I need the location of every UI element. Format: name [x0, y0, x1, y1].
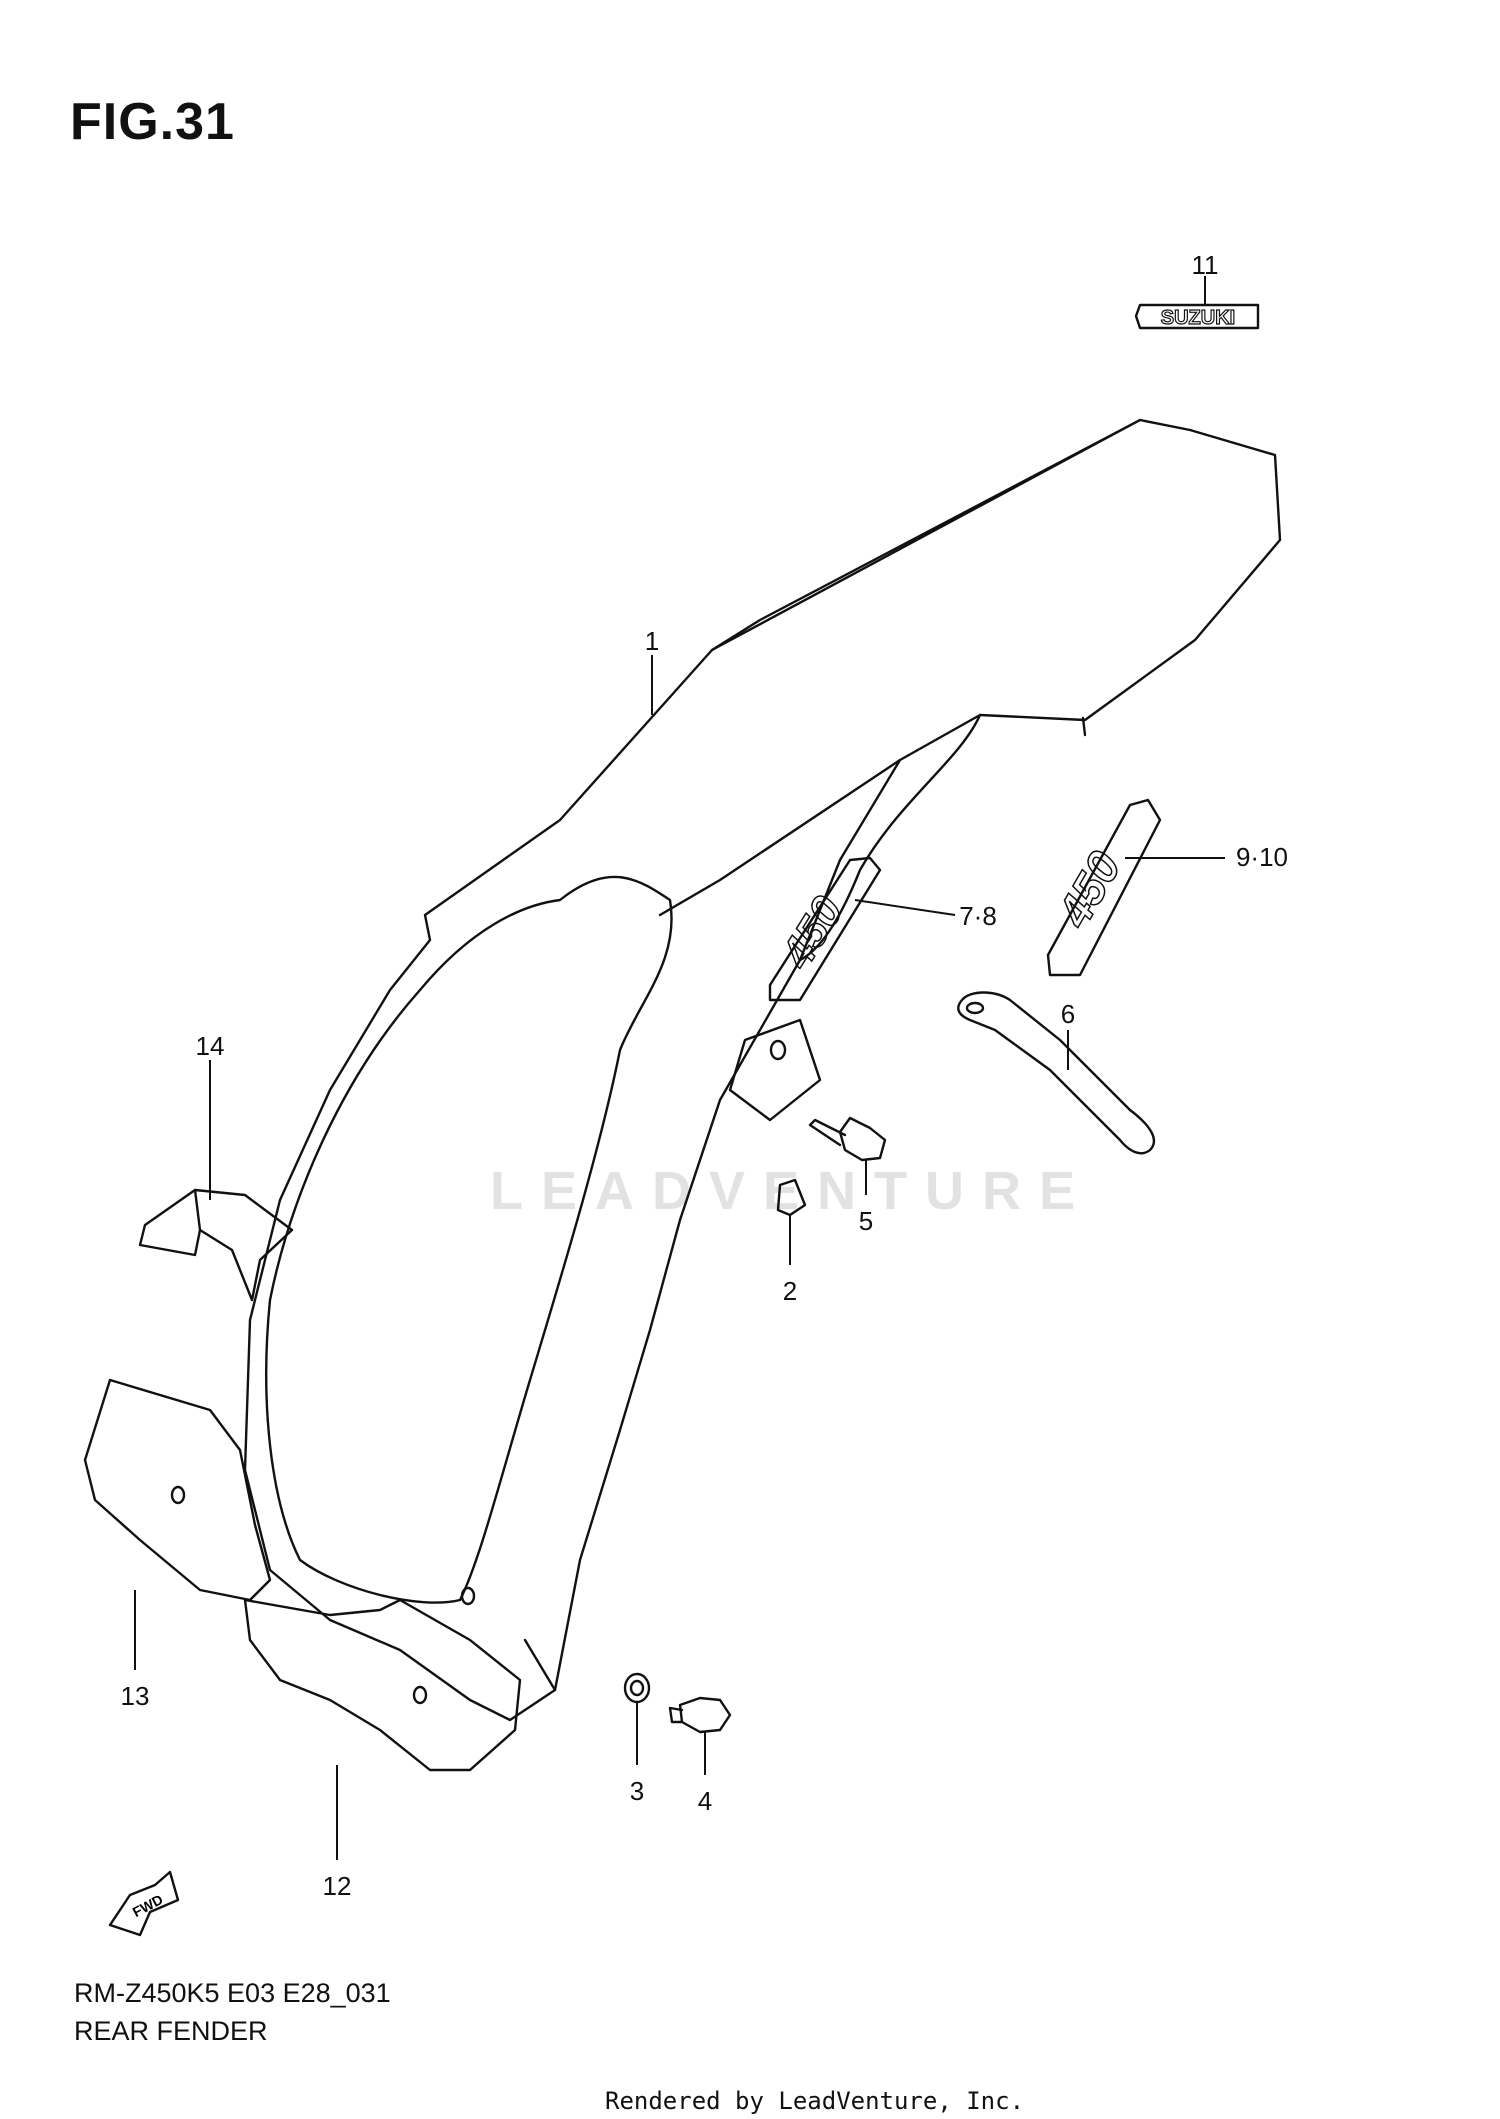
callout-4: 4: [698, 1786, 712, 1816]
svg-text:450: 450: [1047, 842, 1131, 936]
forward-arrow-icon: FWD: [108, 1870, 180, 1937]
diagram-code: RM-Z450K5 E03 E28_031: [74, 1978, 391, 2008]
callout-7-8: 7·8: [959, 901, 997, 931]
guard-part-12[interactable]: [83, 1378, 272, 1602]
plate-part-14[interactable]: [138, 1188, 294, 1302]
bolt-part-5[interactable]: [808, 1116, 887, 1162]
clip-nut-part[interactable]: [776, 1178, 807, 1217]
render-credit: Rendered by LeadVenture, Inc.: [605, 2087, 1025, 2115]
callout-1: 1: [645, 626, 659, 656]
callout-13: 12: [323, 1871, 352, 1901]
leader-7-8: [854, 899, 956, 916]
suzuki-emblem-part[interactable]: SUZUKI: [1134, 303, 1260, 330]
suzuki-emblem-text: SUZUKI: [1161, 307, 1235, 329]
rear-fender-part[interactable]: [243, 418, 1282, 1722]
decal-450-part[interactable]: 450: [1046, 798, 1162, 977]
strap-part[interactable]: [957, 991, 1156, 1155]
diagram-name: REAR FENDER: [74, 2016, 268, 2046]
callout-9-10: 9·10: [1236, 842, 1288, 872]
bolt-part-4[interactable]: [668, 1696, 732, 1734]
fender-450-decal-part[interactable]: 450: [768, 856, 882, 1002]
figure-title: FIG.31: [70, 93, 235, 151]
callout-3: 3: [630, 1776, 644, 1806]
callout-5: 5: [859, 1206, 873, 1236]
callout-14: 14: [196, 1031, 225, 1061]
collar-part[interactable]: [623, 1672, 651, 1704]
callout-6: 6: [1061, 999, 1075, 1029]
callout-11: 11: [1192, 250, 1219, 280]
callout-12: 13: [121, 1681, 150, 1711]
callout-2: 2: [783, 1276, 797, 1306]
guard-part-13[interactable]: [243, 1598, 522, 1772]
